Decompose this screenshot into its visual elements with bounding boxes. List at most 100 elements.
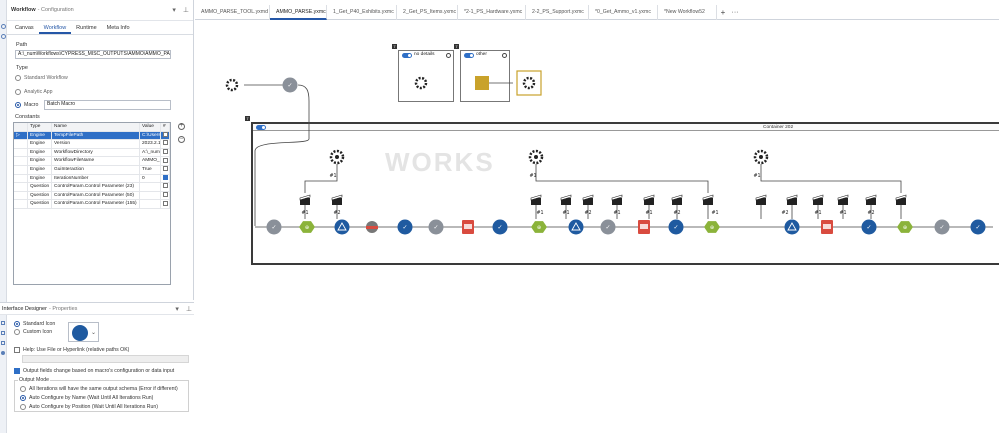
flow-tool-5[interactable]: [428, 219, 444, 235]
text-input-tool-5[interactable]: [612, 198, 622, 205]
col-type[interactable]: Type: [28, 123, 52, 131]
const-value[interactable]: 0: [140, 174, 161, 183]
text-input-tool-4[interactable]: [583, 198, 593, 205]
flow-tool-19[interactable]: [970, 219, 986, 235]
add-constant-button[interactable]: +: [178, 123, 185, 130]
col-name[interactable]: Name: [52, 123, 140, 131]
select-tool[interactable]: [282, 77, 298, 93]
text-input-tool-13[interactable]: [866, 198, 876, 205]
is-number-checkbox[interactable]: [163, 149, 168, 155]
new-tab-button[interactable]: +: [720, 8, 726, 17]
doc-tab-6[interactable]: *0_Get_Ammo_v1.yxmc: [589, 5, 658, 20]
text-input-tool-9[interactable]: [756, 198, 766, 205]
doc-tab-7[interactable]: *New Workflow52: [658, 5, 717, 20]
output-fields-checkbox[interactable]: [14, 368, 20, 374]
dropdown-icon[interactable]: ▾: [172, 7, 176, 14]
pin-icon[interactable]: ⊥: [182, 7, 189, 14]
is-number-checkbox[interactable]: [163, 200, 168, 206]
help-path-field[interactable]: [22, 355, 189, 363]
flow-tool-16[interactable]: [861, 219, 877, 235]
text-input-tool-7[interactable]: [672, 198, 682, 205]
text-input-tool-14[interactable]: [896, 198, 906, 205]
container-toggle[interactable]: [256, 125, 266, 130]
workflow-canvas[interactable]: no details 7 other 7 Container 202 7 WOR…: [195, 21, 999, 433]
is-number-checkbox[interactable]: [163, 191, 168, 197]
remove-constant-button[interactable]: −: [178, 136, 185, 143]
text-input-tool-3[interactable]: [561, 198, 571, 205]
flow-tool-18[interactable]: [934, 219, 950, 235]
const-value[interactable]: AMMO_: [142, 157, 161, 165]
col-hash[interactable]: #: [161, 123, 170, 131]
standard-workflow-radio[interactable]: [15, 75, 21, 81]
flow-tool-7[interactable]: [492, 219, 508, 235]
flow-tool-4[interactable]: [397, 219, 413, 235]
text-input-tool-10[interactable]: [787, 198, 797, 205]
is-number-checkbox[interactable]: [163, 157, 168, 163]
filter-tool-9[interactable]: [568, 219, 584, 235]
text-input-tool-1[interactable]: [332, 198, 342, 205]
doc-tab-2[interactable]: 1_Get_P40_Exhibits.yxmc: [327, 5, 397, 20]
macro-type-select[interactable]: Batch Macro: [44, 100, 171, 110]
flow-tool-10[interactable]: [600, 219, 616, 235]
is-number-checkbox[interactable]: [163, 183, 168, 189]
is-number-checkbox[interactable]: [163, 131, 168, 137]
tab-meta-info[interactable]: Meta Info: [106, 25, 130, 31]
text-input-tool-11[interactable]: [813, 198, 823, 205]
other-macro-tool[interactable]: [516, 70, 542, 96]
doc-tab-4[interactable]: *2-1_PS_Hardware.yxmc: [458, 5, 526, 20]
tab-runtime[interactable]: Runtime: [76, 25, 97, 31]
properties-icon[interactable]: [1, 321, 5, 325]
tree-icon[interactable]: [1, 331, 5, 335]
formula-tool-13[interactable]: [704, 221, 720, 233]
text-input-tool-2[interactable]: [531, 198, 541, 205]
is-number-checkbox[interactable]: [163, 140, 168, 146]
custom-icon-radio[interactable]: [14, 329, 20, 335]
icon-color-picker[interactable]: ⌄: [68, 322, 99, 342]
macro-radio[interactable]: [15, 102, 21, 108]
layout-icon[interactable]: [1, 341, 5, 345]
output-mode-radio-by-position[interactable]: [20, 404, 26, 410]
test-icon[interactable]: [1, 351, 5, 355]
flow-tool-12[interactable]: [668, 219, 684, 235]
const-value[interactable]: [140, 183, 161, 191]
filter-tool-2[interactable]: [334, 219, 350, 235]
doc-tab-3[interactable]: 2_Get_PS_Items.yxmc: [397, 5, 458, 20]
doc-tab-5[interactable]: 2-2_PS_Support.yxmc: [526, 5, 589, 20]
doc-tab-0[interactable]: AMMO_PARSE_TOOL.yxmd: [195, 5, 270, 20]
output-mode-radio-same-schema[interactable]: [20, 386, 26, 392]
help-checkbox[interactable]: [14, 347, 20, 353]
filter-tool-14[interactable]: [784, 219, 800, 235]
const-value[interactable]: [140, 200, 161, 208]
container-toggle[interactable]: [464, 53, 474, 58]
const-value[interactable]: A:\_numW: [142, 148, 161, 157]
path-field[interactable]: A:\_numWorkflows\CYPRESS_MISC_OUTPUTS\AM…: [15, 50, 171, 59]
tab-canvas[interactable]: Canvas: [15, 25, 34, 31]
pin-icon[interactable]: ⊥: [185, 305, 192, 313]
collapse-icon[interactable]: [446, 53, 451, 58]
more-tabs-button[interactable]: ···: [731, 9, 739, 16]
text-input-tool-6[interactable]: [644, 198, 654, 205]
is-number-checkbox[interactable]: [163, 166, 168, 172]
formula-tool-8[interactable]: [531, 221, 547, 233]
flow-tool-0[interactable]: [266, 219, 282, 235]
text-input-tool-8[interactable]: [703, 198, 713, 205]
rail-tool-icon[interactable]: [1, 34, 6, 39]
doc-tab-1[interactable]: AMMO_PARSE.yxmc×: [270, 5, 327, 20]
collapse-icon[interactable]: [502, 53, 507, 58]
col-value[interactable]: Value: [140, 123, 161, 131]
formula-tool-17[interactable]: [897, 221, 913, 233]
const-value[interactable]: 2023.2.1: [142, 140, 161, 148]
olive-tool[interactable]: [475, 76, 489, 90]
is-number-checkbox[interactable]: [163, 174, 168, 180]
standard-icon-radio[interactable]: [14, 321, 20, 327]
const-value[interactable]: C:\Users: [142, 131, 161, 140]
container-202[interactable]: Container 202: [251, 122, 999, 265]
text-input-tool-12[interactable]: [838, 198, 848, 205]
analytic-app-radio[interactable]: [15, 89, 21, 95]
